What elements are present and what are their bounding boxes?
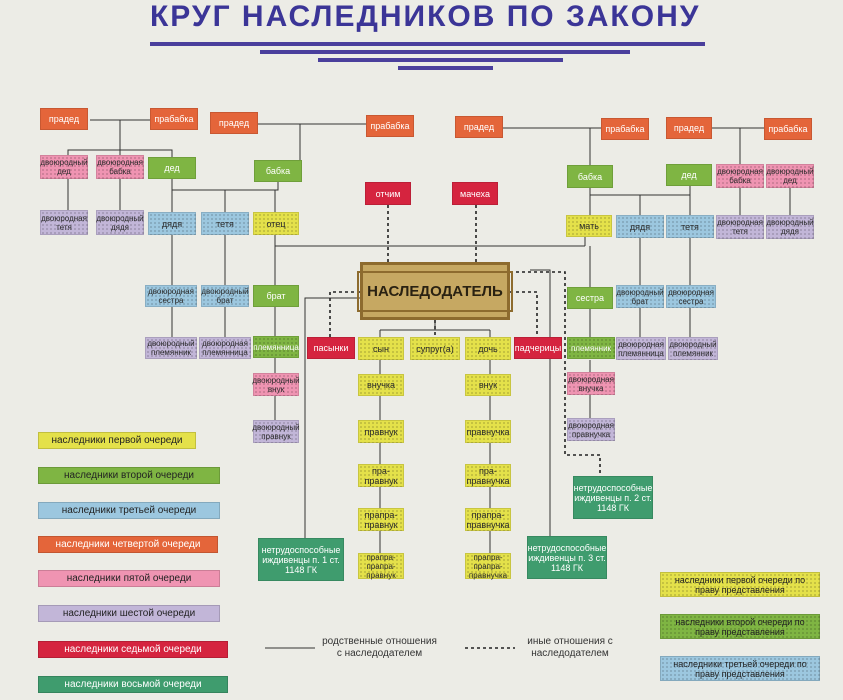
legend-seventh: наследники седьмой очереди xyxy=(38,641,228,658)
node-dyadya-left: дядя xyxy=(148,212,196,235)
node-cousin-sister-right: двоюродная сестра xyxy=(666,285,716,308)
node-mat: мать xyxy=(566,215,612,237)
node-cousin-great-granddaughter: двоюродная правнучка xyxy=(567,418,615,441)
node-cousin-grandfather-right: двоюродный дед xyxy=(766,164,814,188)
node-plemyannitsa: племянница xyxy=(253,336,299,358)
node-cousin-sister-left: двоюродная сестра xyxy=(145,285,197,307)
node-ded-left: дед xyxy=(148,157,196,179)
node-praded-right-2: прадед xyxy=(666,117,712,139)
node-son-line-4: прапра-правнук xyxy=(358,508,404,531)
node-suprug: супруг(а) xyxy=(410,337,460,360)
node-prababka-left-2: прабабка xyxy=(366,115,414,137)
node-daughter-line-1: внук xyxy=(465,374,511,396)
legend-fifth: наследники пятой очереди xyxy=(38,570,220,587)
node-cousin-niece-right: двоюродная племянница xyxy=(616,337,666,360)
node-dependents-3: нетрудоспособные иждивенцы п. 3 ст. 1148… xyxy=(527,536,607,579)
node-cousin-granddaughter: двоюродная внучка xyxy=(567,372,615,395)
node-cousin-uncle-right: двоюродный дядя xyxy=(766,215,814,239)
node-cousin-aunt-right: двоюродная тетя xyxy=(716,215,764,239)
legend-dashed-line-label: иные отношения с наследодателем xyxy=(527,636,613,659)
legend-first: наследники первой очереди xyxy=(38,432,196,449)
node-prababka-right-2: прабабка xyxy=(764,118,812,140)
title-underline-3 xyxy=(318,58,563,62)
node-cousin-uncle-left: двоюродный дядя xyxy=(96,210,144,235)
node-babka-left: бабка xyxy=(254,160,302,182)
node-plemyannik: племянник xyxy=(567,337,615,359)
legend-third-representation: наследники третьей очереди по праву пред… xyxy=(660,656,820,681)
node-praded-left-2: прадед xyxy=(210,112,258,134)
title-underline-1 xyxy=(150,42,705,46)
node-cousin-aunt-left: двоюродная тетя xyxy=(40,210,88,235)
title-underline-2 xyxy=(260,50,630,54)
node-son-line-5: прапра-прапра-правнук xyxy=(358,553,404,580)
legend-solid-line-label: родственные отношения с наследодателем xyxy=(322,636,437,659)
node-cousin-nephew-left: двоюродный племянник xyxy=(145,337,197,359)
page-title: КРУГ НАСЛЕДНИКОВ ПО ЗАКОНУ xyxy=(150,0,701,33)
node-dyadya-right: дядя xyxy=(616,215,664,238)
node-cousin-nephew-right: двоюродный племянник xyxy=(668,337,718,360)
node-prababka-left-1: прабабка xyxy=(150,108,198,130)
node-tetya-left: тетя xyxy=(201,212,249,235)
node-son-line-1: внучка xyxy=(358,374,404,396)
node-son-line-3: пра-правнук xyxy=(358,464,404,487)
node-padcheritsy: падчерицы xyxy=(514,337,562,359)
node-cousin-grandmother-left: двоюродная бабка xyxy=(96,155,144,179)
node-machekha: мачеха xyxy=(452,182,498,205)
legend-second-representation: наследники второй очереди по праву предс… xyxy=(660,614,820,639)
legend-third: наследники третьей очереди xyxy=(38,502,220,519)
legend-sixth: наследники шестой очереди xyxy=(38,605,220,622)
title-underline-4 xyxy=(398,66,493,70)
node-syn: сын xyxy=(358,337,404,360)
node-daughter-line-3: пра-правнучка xyxy=(465,464,511,487)
node-prababka-right-1: прабабка xyxy=(601,118,649,140)
node-daughter-line-5: прапра-прапра-правнучка xyxy=(465,553,511,580)
legend-first-representation: наследники первой очереди по праву предс… xyxy=(660,572,820,597)
node-praded-right-1: прадед xyxy=(455,116,503,138)
node-ded-right: дед xyxy=(666,164,712,186)
node-dependents-2: нетрудоспособные иждивенцы п. 2 ст. 1148… xyxy=(573,476,653,519)
node-cousin-niece-left: двоюродная племянница xyxy=(199,337,251,359)
node-cousin-grandson: двоюродный внук xyxy=(252,373,300,396)
node-cousin-grandmother-right: двоюродная бабка xyxy=(716,164,764,188)
node-dependents-1: нетрудоспособные иждивенцы п. 1 ст. 1148… xyxy=(258,538,344,581)
heir-node: НАСЛЕДОДАТЕЛЬ xyxy=(357,262,513,320)
node-praded-left-1: прадед xyxy=(40,108,88,130)
node-cousin-grandfather-left: двоюродный дед xyxy=(40,155,88,179)
node-pasynki: пасынки xyxy=(307,337,355,359)
node-daughter-line-4: прапра-правнучка xyxy=(465,508,511,531)
legend-fourth: наследники четвертой очереди xyxy=(38,536,218,553)
node-son-line-2: правнук xyxy=(358,420,404,443)
node-doch: дочь xyxy=(465,337,511,360)
node-cousin-great-grandson: двоюродный правнук xyxy=(252,420,300,443)
legend-eighth: наследники восьмой очереди xyxy=(38,676,228,693)
legend-second: наследники второй очереди xyxy=(38,467,220,484)
node-cousin-brother-left: двоюродный брат xyxy=(201,285,249,307)
node-brat: брат xyxy=(253,285,299,307)
node-daughter-line-2: правнучка xyxy=(465,420,511,443)
node-otchim: отчим xyxy=(365,182,411,205)
node-babka-right: бабка xyxy=(567,165,613,188)
node-tetya-right: тетя xyxy=(666,215,714,238)
heir-label: НАСЛЕДОДАТЕЛЬ xyxy=(357,270,513,312)
node-otets: отец xyxy=(253,212,299,235)
node-cousin-brother-right: двоюродный брат xyxy=(616,285,664,308)
node-sestra: сестра xyxy=(567,287,613,309)
